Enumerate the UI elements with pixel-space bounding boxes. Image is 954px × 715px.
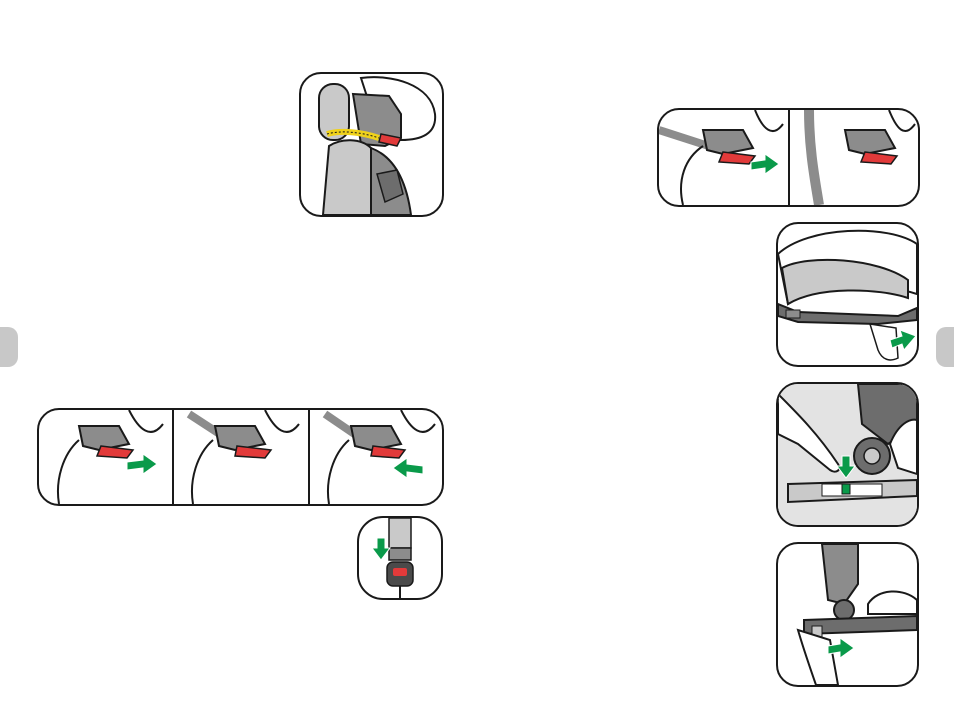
sequence-frame-2 [189, 410, 299, 504]
sequence-frame-1 [58, 410, 163, 504]
right-page-tab [936, 327, 954, 367]
release-frame-2 [809, 110, 915, 205]
buckle-insertion-figure [357, 516, 443, 600]
release-frame-1 [659, 110, 783, 205]
left-page-tab [0, 327, 18, 367]
base-slide-out-figure [776, 542, 919, 687]
isofix-release-sequence-figure [657, 108, 920, 207]
arrow-down-icon [372, 538, 390, 560]
headrest-belt-guide-figure [299, 72, 444, 217]
seat-base-handle-figure [776, 222, 919, 367]
isofix-connector-sequence-figure [37, 408, 444, 506]
sequence-frame-3 [325, 410, 435, 504]
base-lock-press-figure [776, 382, 919, 527]
arrow-right-icon [751, 154, 779, 174]
